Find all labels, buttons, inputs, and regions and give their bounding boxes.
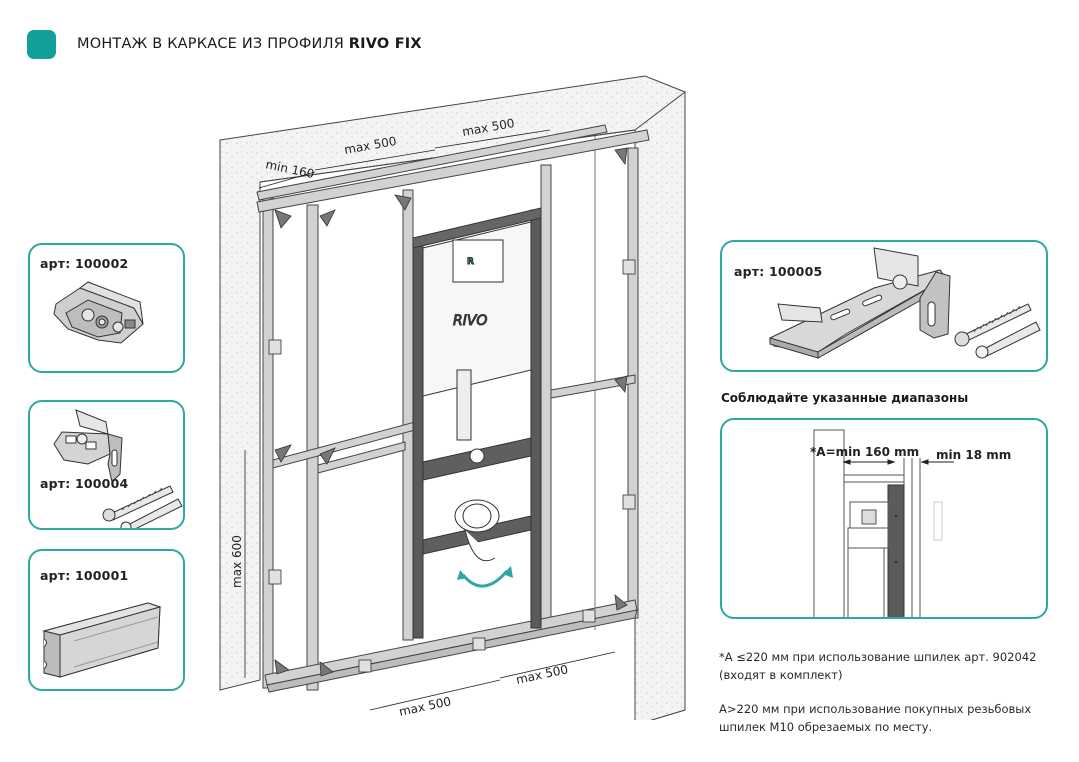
brand-label: RIVO [453,313,487,329]
anchor-bolt-icon [954,303,1041,359]
wall-bracket-icon [53,409,123,483]
part-card-100004: арт: 100004 [28,400,185,530]
part-card-100002: арт: 100002 [28,243,185,373]
dimension-lines [244,129,616,711]
corner-connector-icon [53,281,144,344]
dim-bottom-max-2: max 500 [515,662,570,687]
flush-plate-frame [452,239,504,283]
cistern [422,221,532,397]
profile-vertical-right [540,164,552,626]
wall-outline [813,429,845,617]
flush-pipe [456,369,472,441]
installation-module: R RIVO [412,207,542,639]
part-label: арт: 100001 [40,568,129,583]
header-badge-icon [27,29,56,59]
page-header: МОНТАЖ В КАРКАСЕ ИЗ ПРОФИЛЯ RIVO FIX [27,29,422,59]
drain-connector [454,499,500,533]
frame-profiles [256,124,650,693]
frame-installation-diagram: R RIVO [219,75,686,720]
section-dimension-drawing: *A=min 160 mm min 18 mm [810,429,1011,617]
svg-text:R: R [467,257,474,267]
aluminium-profile-icon [42,602,162,678]
dim-a-label: *A=min 160 mm [810,445,919,459]
title-regular: МОНТАЖ В КАРКАСЕ ИЗ ПРОФИЛЯ [77,36,349,52]
adjustable-bracket-icon [769,247,1041,359]
corner-connectors [274,147,628,677]
installation-notes: *А ≤220 мм при использование шпилек арт.… [719,648,1064,736]
profile-vertical-left-back [262,197,274,689]
page-title: МОНТАЖ В КАРКАСЕ ИЗ ПРОФИЛЯ RIVO FIX [77,36,422,52]
title-bold: RIVO FIX [348,36,422,52]
part-card-100005: арт: 100005 [720,240,1048,372]
part-card-100001: арт: 100001 [28,549,185,691]
ranges-dimension-card: *A=min 160 mm min 18 mm [720,418,1048,619]
part-label: арт: 100002 [40,256,129,271]
ranges-title: Соблюдайте указанные диапазоны [721,391,969,405]
flush-valve-icon [861,509,877,525]
profile-top-rail-back [256,124,608,201]
wall-brackets [268,259,636,673]
dim-side-max: max 600 [230,535,244,588]
profile-vertical-left-front [306,204,319,691]
profile-vertical-mid [402,189,414,641]
dim-min-label: min 18 mm [936,448,1011,462]
part-label: арт: 100004 [40,476,129,491]
note-2: А>220 мм при использование покупных резь… [719,702,1032,734]
rotation-arrow-icon [457,566,513,588]
steel-frame-profile [887,484,905,617]
anchor-bolt-icon [102,485,183,528]
profile-top-rail-front [256,129,650,213]
dim-bottom-max-1: max 500 [398,694,453,719]
dimension-arrows [842,459,954,465]
note-1: *А ≤220 мм при использование шпилек арт.… [719,650,1037,682]
part-label: арт: 100005 [734,264,823,279]
